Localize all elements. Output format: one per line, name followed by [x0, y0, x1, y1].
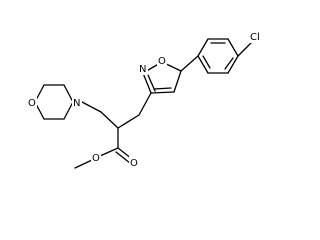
- chlorine-label: Cl: [250, 32, 260, 43]
- bond: [81, 101, 102, 113]
- atom-label-carbonyl-o: O: [129, 156, 139, 169]
- bond: [227, 55, 239, 74]
- bond: [100, 111, 119, 129]
- ester-o-label: O: [92, 153, 100, 164]
- morpholine-ring: [34, 84, 74, 120]
- morpholine-n-label: N: [73, 98, 80, 109]
- bond: [63, 84, 74, 103]
- double-bond-inner: [202, 55, 211, 69]
- bond: [117, 114, 140, 129]
- bond-c-cl: [237, 42, 252, 57]
- bond: [150, 91, 175, 94]
- atom-label-ester-o: O: [91, 151, 101, 164]
- chlorophenyl-ring: [197, 38, 239, 74]
- atom-label-isoxazole-o: O: [157, 54, 167, 67]
- morpholine-o-label: O: [28, 98, 36, 109]
- bond: [138, 92, 152, 116]
- bond: [227, 38, 239, 57]
- bond: [197, 55, 209, 74]
- atom-label-morpholine-o: O: [27, 96, 37, 109]
- double-bond-inner: [147, 74, 156, 92]
- isoxazole-o-label: O: [158, 56, 166, 67]
- atom-label-morpholine-n: N: [72, 96, 82, 109]
- structure-canvas: Cl N O N O O O: [27, 30, 263, 169]
- double-bond-inner: [153, 87, 172, 90]
- bond: [99, 147, 119, 157]
- molecule-diagram: Cl N O N O O O: [27, 30, 263, 169]
- bond: [63, 101, 74, 120]
- isoxazole-n-label: N: [139, 64, 146, 75]
- bond: [142, 72, 152, 94]
- bond: [197, 38, 209, 57]
- bond: [173, 70, 182, 93]
- carbonyl-o-label: O: [130, 158, 138, 169]
- atom-label-cl: Cl: [249, 30, 263, 43]
- bond-aryl-isoxazole: [180, 55, 199, 72]
- atom-label-isoxazole-n: N: [138, 63, 148, 75]
- bond: [74, 159, 93, 169]
- double-bond-inner: [115, 151, 131, 164]
- double-bond-inner: [224, 57, 234, 70]
